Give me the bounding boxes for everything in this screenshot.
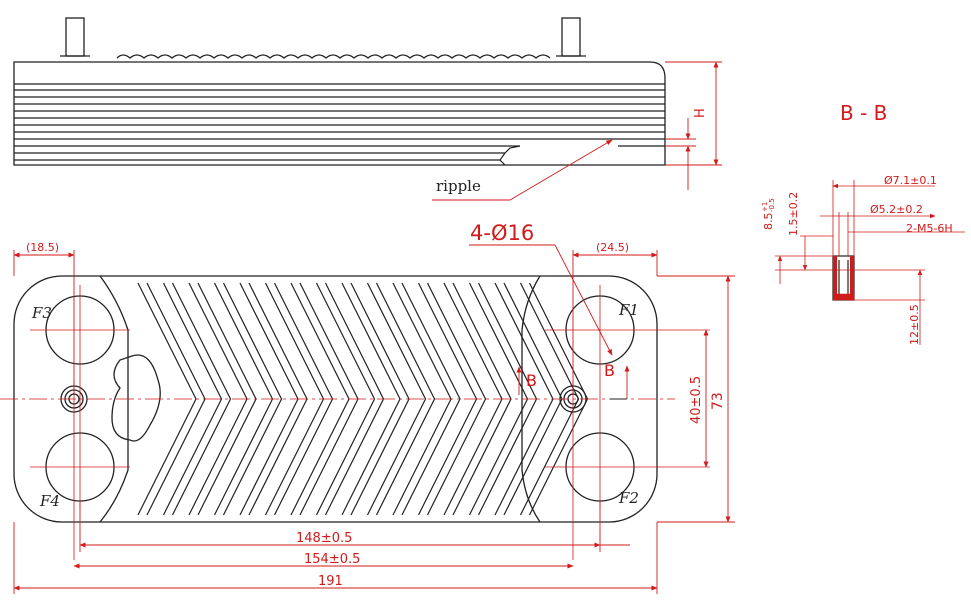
front-view-dimensions bbox=[13, 244, 735, 594]
holes-label: 4-Ø16 bbox=[470, 221, 534, 245]
chevron-rib bbox=[162, 282, 232, 516]
port-label-f2: F2 bbox=[618, 489, 639, 507]
section-title: B - B bbox=[840, 101, 887, 125]
dim-port-center-spacing: 148±0.5 bbox=[296, 531, 352, 546]
side-body-outline bbox=[13, 61, 666, 166]
section-mark-left: B bbox=[526, 371, 537, 390]
ripple-label: ripple bbox=[436, 177, 481, 195]
dim-inner-diameter: Ø5.2±0.2 bbox=[870, 203, 923, 216]
dim-height-top-value: 8.5 bbox=[762, 213, 775, 231]
section-view bbox=[832, 255, 855, 301]
dim-overall-length: 191 bbox=[318, 574, 343, 589]
dim-height-bottom: 12±0.5 bbox=[908, 304, 921, 345]
dim-thread: 2-M5-6H bbox=[906, 222, 953, 235]
port-label-f4: F4 bbox=[39, 492, 60, 510]
port-label-f1: F1 bbox=[618, 301, 639, 319]
dim-height-top-tol-lower: -0.5 bbox=[768, 198, 776, 212]
dim-right-offset: (24.5) bbox=[596, 241, 629, 254]
dim-height-top-tol-upper: +1 bbox=[761, 202, 769, 212]
centerlines bbox=[0, 285, 710, 560]
plate-lines bbox=[14, 83, 665, 166]
gasket-boundary bbox=[99, 275, 541, 523]
dim-outer-diameter: Ø7.1±0.1 bbox=[884, 174, 937, 187]
section-mark-right: B bbox=[604, 361, 615, 380]
height-label: H bbox=[693, 108, 708, 118]
port-label-f3: F3 bbox=[31, 304, 52, 322]
side-view bbox=[13, 17, 666, 166]
chevron-rib bbox=[366, 282, 436, 516]
dim-vertical-port-spacing: 40±0.5 bbox=[689, 376, 704, 424]
wavy-top-edge bbox=[116, 54, 551, 59]
dim-stud-spacing: 154±0.5 bbox=[304, 552, 360, 567]
section-dimensions bbox=[775, 180, 965, 345]
dim-height-top: 8.5 +1 -0.5 bbox=[761, 198, 776, 230]
dim-overall-width: 73 bbox=[710, 392, 726, 410]
dim-left-offset: (18.5) bbox=[26, 241, 59, 254]
top-stud-right bbox=[556, 17, 586, 57]
top-stud-left bbox=[60, 17, 90, 57]
distribution-zone bbox=[111, 354, 161, 442]
dim-wall: 1.5±0.2 bbox=[787, 192, 800, 236]
side-view-dimensions bbox=[432, 61, 722, 201]
